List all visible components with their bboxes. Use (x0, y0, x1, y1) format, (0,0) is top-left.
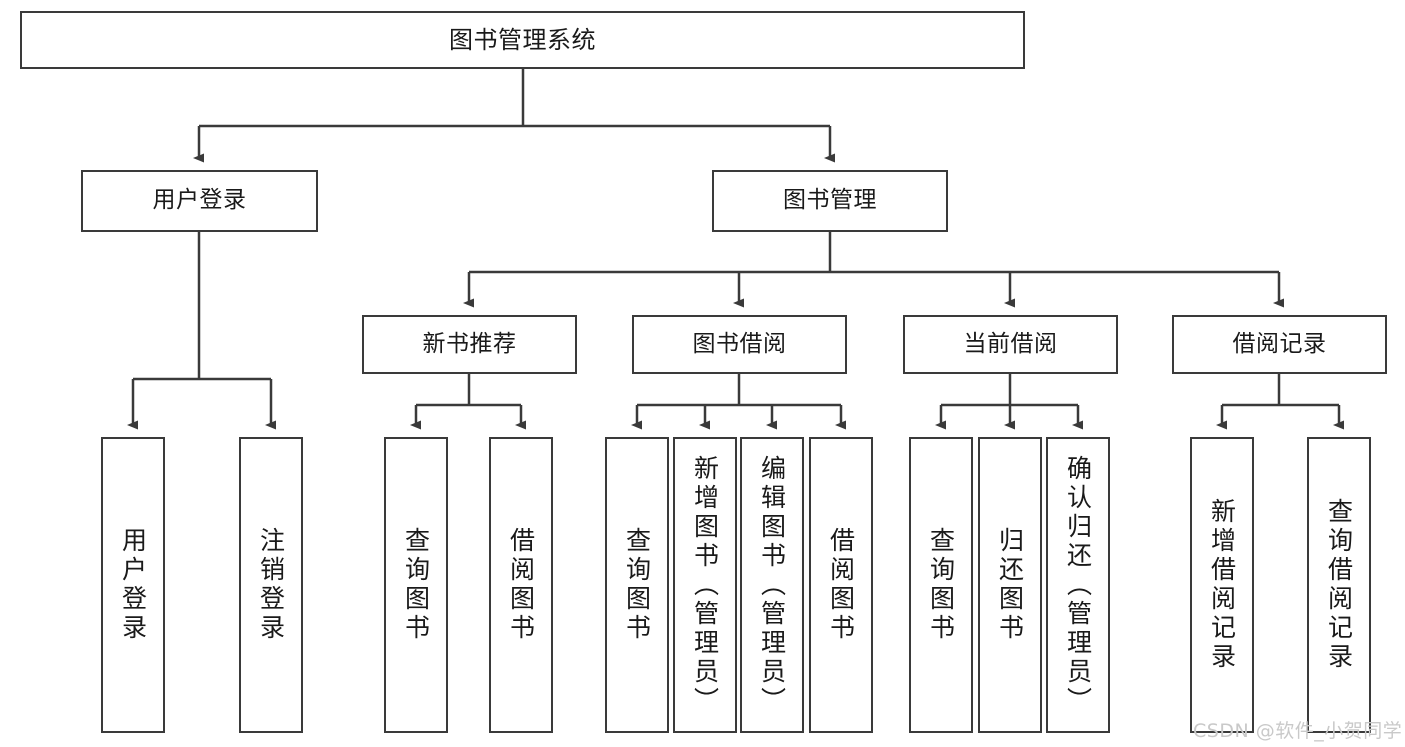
node-leaf-add-record-label: 新增借阅记录 (1207, 498, 1237, 672)
node-book-borrow-label: 图书借阅 (692, 330, 787, 357)
node-leaf-logout-label: 注销登录 (256, 527, 286, 643)
node-book-manage-label: 图书管理 (783, 187, 877, 214)
node-leaf-borrow-book-2-label: 借阅图书 (826, 527, 856, 643)
node-leaf-return-book[interactable]: 归还图书 (978, 437, 1042, 733)
watermark-text: CSDN @软件_小贺同学 (1193, 720, 1403, 742)
node-leaf-add-book[interactable]: 新增图书（管理员） (673, 437, 737, 733)
node-user-login-label: 用户登录 (152, 187, 247, 214)
node-leaf-query-record-label: 查询借阅记录 (1324, 498, 1354, 672)
node-leaf-user-login-label: 用户登录 (118, 527, 148, 643)
node-leaf-query-book-2-label: 查询图书 (622, 527, 652, 643)
node-leaf-borrow-book-2[interactable]: 借阅图书 (809, 437, 873, 733)
node-leaf-confirm-return[interactable]: 确认归还（管理员） (1046, 437, 1110, 733)
node-user-login[interactable]: 用户登录 (81, 170, 318, 232)
node-leaf-borrow-book-1[interactable]: 借阅图书 (489, 437, 553, 733)
node-leaf-add-record[interactable]: 新增借阅记录 (1190, 437, 1254, 733)
node-leaf-confirm-return-label: 确认归还（管理员） (1063, 454, 1093, 716)
node-leaf-borrow-book-1-label: 借阅图书 (506, 527, 536, 643)
node-root[interactable]: 图书管理系统 (20, 11, 1025, 69)
node-leaf-add-book-label: 新增图书（管理员） (690, 454, 720, 716)
node-leaf-query-book-2[interactable]: 查询图书 (605, 437, 669, 733)
node-book-manage[interactable]: 图书管理 (712, 170, 948, 232)
node-leaf-edit-book-label: 编辑图书（管理员） (757, 454, 787, 716)
node-new-book-rec-label: 新书推荐 (422, 330, 517, 357)
node-leaf-edit-book[interactable]: 编辑图书（管理员） (740, 437, 804, 733)
node-current-borrow-label: 当前借阅 (963, 330, 1058, 357)
node-leaf-user-login[interactable]: 用户登录 (101, 437, 165, 733)
node-leaf-query-book-3[interactable]: 查询图书 (909, 437, 973, 733)
node-borrow-record-label: 借阅记录 (1232, 330, 1327, 357)
node-root-label: 图书管理系统 (449, 25, 596, 54)
node-leaf-query-record[interactable]: 查询借阅记录 (1307, 437, 1371, 733)
node-borrow-record[interactable]: 借阅记录 (1172, 315, 1387, 374)
node-leaf-return-book-label: 归还图书 (995, 527, 1025, 643)
node-leaf-query-book-1-label: 查询图书 (401, 527, 431, 643)
node-leaf-query-book-1[interactable]: 查询图书 (384, 437, 448, 733)
node-new-book-rec[interactable]: 新书推荐 (362, 315, 577, 374)
node-book-borrow[interactable]: 图书借阅 (632, 315, 847, 374)
node-current-borrow[interactable]: 当前借阅 (903, 315, 1118, 374)
node-leaf-query-book-3-label: 查询图书 (926, 527, 956, 643)
node-leaf-logout[interactable]: 注销登录 (239, 437, 303, 733)
